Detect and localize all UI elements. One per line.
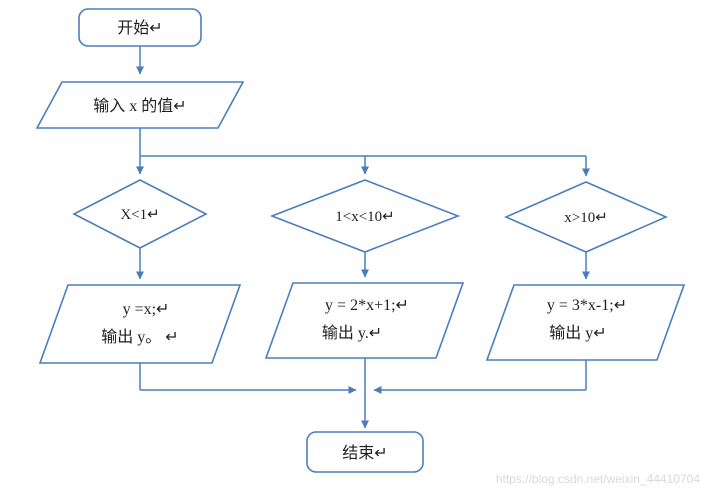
- end-label: 结束↵: [342, 444, 387, 462]
- output-3-line2: 输出 y↵: [549, 324, 606, 342]
- watermark-text: https://blog.csdn.net/weixin_44410704: [496, 472, 700, 486]
- output-3-node: [485, 284, 686, 361]
- output-1-node: [38, 284, 242, 364]
- input-node: [35, 81, 245, 129]
- output-2-node: [264, 282, 465, 359]
- output-3-line1: y = 3*x-1;↵: [547, 297, 627, 314]
- output-1-line2: 输出 y。 ↵: [101, 328, 178, 346]
- decision-3-label: x>10↵: [564, 210, 608, 226]
- decision-2-label: 1<x<10↵: [335, 209, 395, 225]
- input-label: 输入 x 的值↵: [93, 97, 186, 115]
- output-2-line1: y = 2*x+1;↵: [325, 297, 409, 314]
- start-label: 开始↵: [117, 19, 162, 37]
- output-2-line2: 输出 y.↵: [322, 324, 382, 342]
- decision-1-label: X<1↵: [120, 207, 159, 223]
- output-1-line1: y =x;↵: [123, 301, 170, 318]
- end-node: [306, 431, 424, 473]
